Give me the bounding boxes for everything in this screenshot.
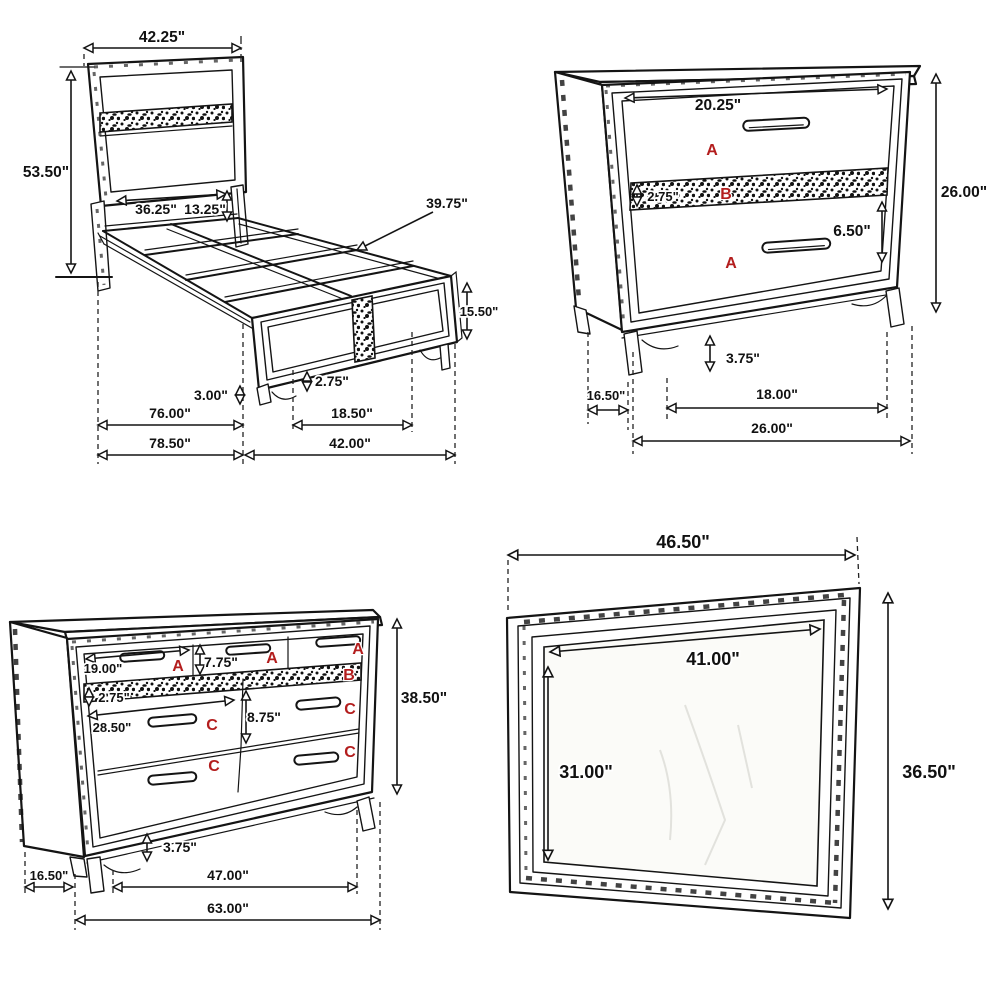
nightstand-dim-overall-width: 26.00": [751, 420, 793, 436]
bed-dim-footboard-height: 15.50": [460, 304, 499, 319]
bed-dim-headboard-height: 53.50": [23, 164, 69, 181]
dresser-dim-inner-width: 47.00": [207, 867, 249, 883]
mirror-labels: 46.50" 41.00" 31.00" 36.50": [557, 530, 957, 784]
mirror-dim-overall-height: 36.50": [902, 762, 956, 782]
bed-dim-storage-length: 76.00": [149, 405, 191, 421]
dresser-diagram: 19.00" A 7.75" A A B 2.75" 28.50" C 8.75…: [8, 608, 449, 930]
bed-extension-lines: [83, 36, 456, 464]
nightstand-label-bottom-drawer: A: [725, 255, 737, 272]
mirror-dim-glass-width: 41.00": [686, 649, 740, 669]
dresser-dim-band-height: 2.75": [98, 690, 129, 705]
nightstand-outline: [553, 64, 922, 376]
bed-diagram: 42.25" 53.50" 36.25" 13.25" 39.75" 15.50…: [21, 27, 500, 464]
mirror-dim-overall-width: 46.50": [656, 532, 710, 552]
mirror-diagram: 46.50" 41.00" 31.00" 36.50": [505, 530, 958, 920]
nightstand-dim-drawer-height: 6.50": [833, 223, 871, 240]
dresser-label-bottom-right: C: [344, 744, 356, 761]
bed-dim-leg-height: 13.25": [184, 201, 226, 217]
bed-dim-slat-length: 39.75": [426, 195, 468, 211]
dresser-dim-depth: 16.50": [30, 868, 69, 883]
bed-dim-foot-height: 2.75": [315, 373, 349, 389]
dresser-label-top-left: A: [172, 658, 184, 675]
dresser-dim-overall-width: 63.00": [207, 900, 249, 916]
bed-outline: [55, 55, 463, 406]
bed-dim-inner-width: 36.25": [135, 201, 177, 217]
dresser-dim-mid-drawer-width: 28.50": [93, 720, 132, 735]
dresser-labels: 19.00" A 7.75" A A B 2.75" 28.50" C 8.75…: [28, 640, 449, 918]
bed-dim-overall-length: 78.50": [149, 435, 191, 451]
dresser-label-bottom-left: C: [208, 758, 220, 775]
nightstand-dim-foot-height: 3.75": [726, 350, 760, 366]
mirror-dim-glass-height: 31.00": [559, 762, 613, 782]
bed-dim-overall-width: 42.00": [329, 435, 371, 451]
dresser-dim-mid-drawer-height: 8.75": [247, 709, 281, 725]
dresser-label-mid-left: C: [206, 717, 218, 734]
nightstand-diagram: 20.25" A B 2.75" A 6.50" 26.00" 3.75" 16…: [553, 64, 989, 454]
dresser-dim-overall-height: 38.50": [401, 690, 447, 707]
nightstand-dim-inner-width: 18.00": [756, 386, 798, 402]
nightstand-dim-overall-height: 26.00": [941, 184, 987, 201]
dresser-dim-top-drawer-width: 19.00": [84, 661, 123, 676]
dresser-dim-top-drawer-height: 7.75": [204, 654, 238, 670]
nightstand-dim-band-height: 2.75": [647, 189, 678, 204]
bed-dim-rail-height: 3.00": [194, 387, 228, 403]
nightstand-dim-drawer-width: 20.25": [695, 97, 741, 114]
nightstand-dimension-lines: [588, 74, 936, 441]
nightstand-label-band: B: [720, 186, 732, 203]
bed-dim-headboard-width: 42.25": [139, 29, 185, 46]
bed-dimension-lines: [71, 48, 467, 455]
dresser-outline: [8, 608, 384, 894]
mirror-dimension-lines: [508, 555, 888, 909]
bed-dim-drawer-width: 18.50": [331, 405, 373, 421]
nightstand-labels: 20.25" A B 2.75" A 6.50" 26.00" 3.75" 16…: [585, 95, 989, 438]
nightstand-label-top-drawer: A: [706, 142, 718, 159]
mirror-extension-lines: [507, 536, 860, 614]
nightstand-dim-depth: 16.50": [587, 388, 626, 403]
dresser-label-top-mid: A: [266, 650, 278, 667]
mirror-outline: [505, 586, 862, 920]
dresser-label-mid-right: C: [344, 701, 356, 718]
dresser-dimension-lines: [25, 619, 397, 920]
dresser-dim-foot-height: 3.75": [163, 839, 197, 855]
dresser-label-top-right: A: [352, 641, 364, 658]
dresser-label-band: B: [343, 667, 355, 684]
bed-dimension-labels: 42.25" 53.50" 36.25" 13.25" 39.75" 15.50…: [21, 27, 500, 453]
